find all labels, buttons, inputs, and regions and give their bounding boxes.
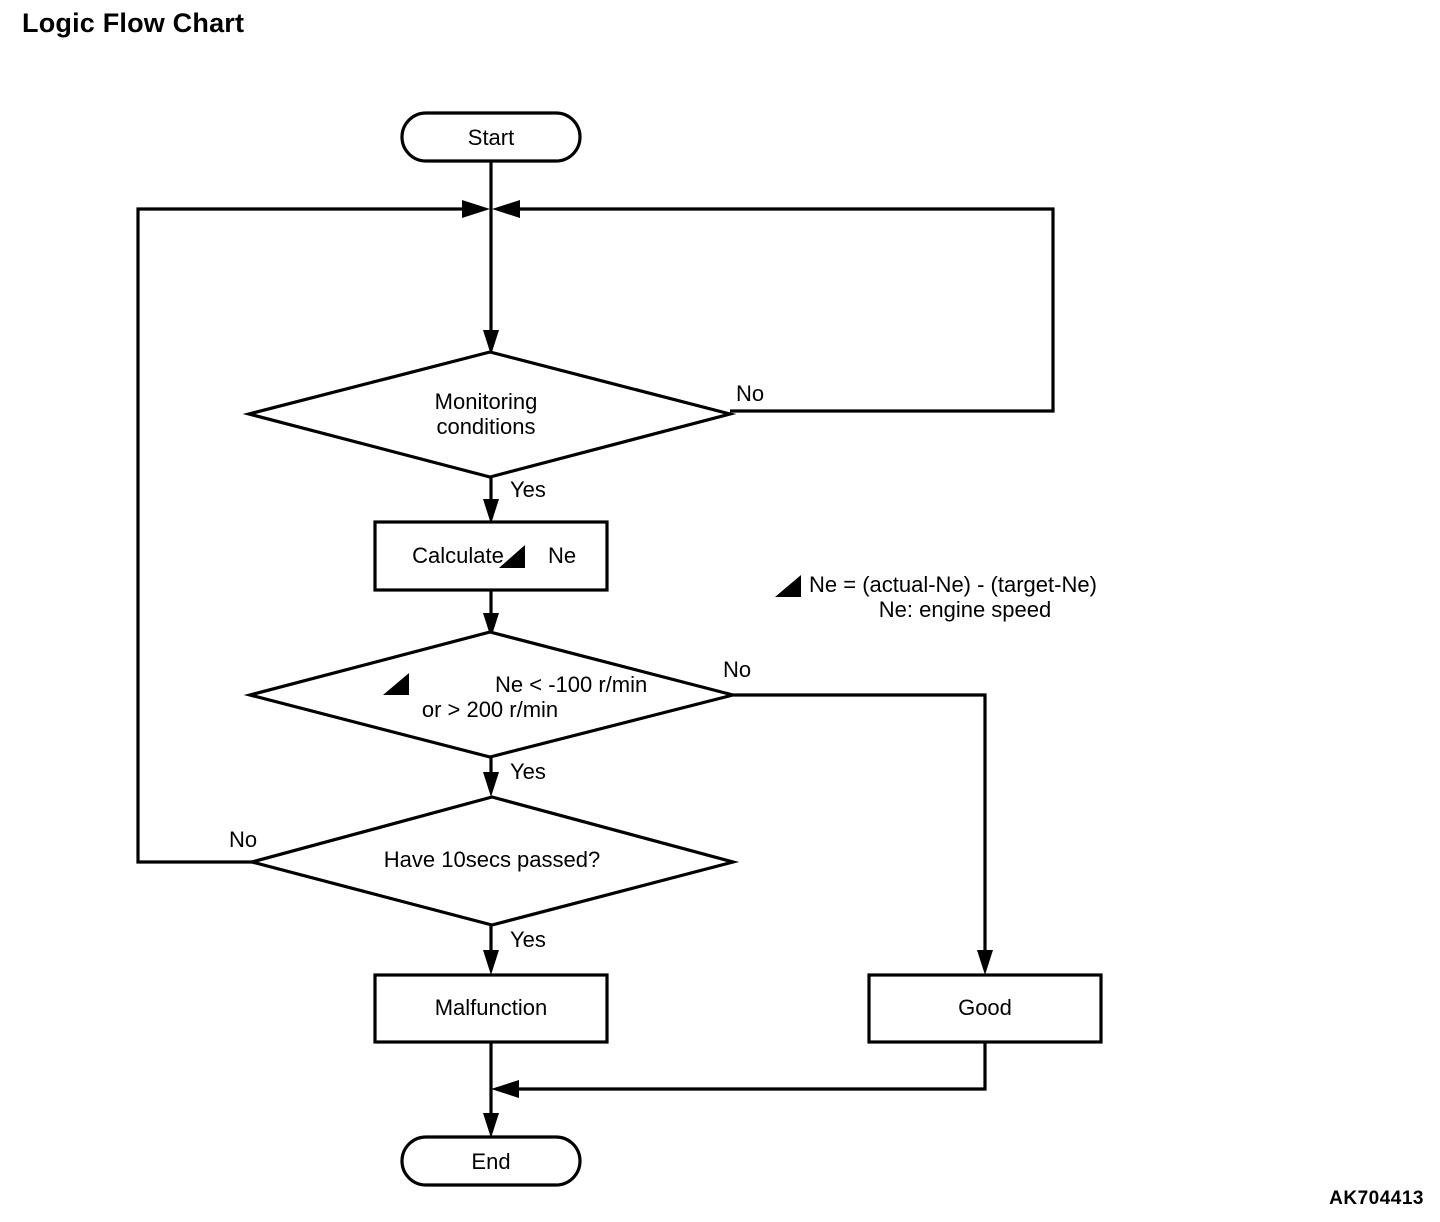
start-shape bbox=[400, 111, 582, 163]
monitoring-conditions-shape bbox=[242, 350, 737, 479]
arrowhead-good-merge bbox=[491, 1080, 519, 1098]
calculate-shape bbox=[373, 520, 609, 592]
delta-triangle-icon-threshold bbox=[383, 673, 409, 695]
start-label: Start bbox=[468, 125, 514, 150]
edge-label-threshold-yes: Yes bbox=[510, 759, 546, 784]
delta-triangle-icon bbox=[499, 545, 525, 568]
legend-line-2: Ne: engine speed bbox=[879, 597, 1051, 622]
connector-threshold-no-to-good bbox=[733, 693, 987, 965]
node-calculate-delta-ne[interactable]: Calculate Ne bbox=[373, 520, 609, 592]
end-shape bbox=[400, 1135, 582, 1187]
timer-check-shape bbox=[245, 795, 740, 927]
legend-annotation: Ne = (actual-Ne) - (target-Ne) Ne: engin… bbox=[775, 572, 1097, 622]
threshold-label-line1: Ne < -100 r/min bbox=[495, 672, 647, 697]
arrowhead-feedback-right-into-junction bbox=[492, 200, 520, 218]
node-threshold-check[interactable]: Ne < -100 r/min or > 200 r/min bbox=[243, 630, 734, 759]
calculate-label-prefix: Calculate bbox=[412, 543, 504, 568]
edge-label-timer-yes: Yes bbox=[510, 927, 546, 952]
node-timer-check[interactable]: Have 10secs passed? bbox=[245, 795, 740, 927]
node-malfunction[interactable]: Malfunction bbox=[373, 973, 609, 1044]
end-label: End bbox=[471, 1149, 510, 1174]
arrowhead-feedback-left-into-junction bbox=[462, 200, 490, 218]
threshold-label-line2: or > 200 r/min bbox=[422, 697, 558, 722]
monitoring-conditions-label-line2: conditions bbox=[436, 414, 535, 439]
legend-line-1: Ne = (actual-Ne) - (target-Ne) bbox=[809, 572, 1097, 597]
node-monitoring-conditions[interactable]: Monitoring conditions bbox=[242, 350, 737, 479]
reference-code: AK704413 bbox=[1329, 1188, 1424, 1209]
arrowhead-into-end bbox=[483, 1113, 499, 1138]
arrowhead-into-calculate bbox=[483, 499, 499, 524]
malfunction-shape bbox=[373, 973, 609, 1044]
good-shape bbox=[867, 973, 1103, 1044]
monitoring-conditions-label-line1: Monitoring bbox=[435, 389, 538, 414]
arrowhead-into-good bbox=[977, 950, 993, 975]
malfunction-label: Malfunction bbox=[435, 995, 548, 1020]
calculate-label-suffix: Ne bbox=[548, 543, 576, 568]
delta-triangle-icon-legend bbox=[775, 575, 801, 597]
page-title: Logic Flow Chart bbox=[22, 8, 245, 38]
good-label: Good bbox=[958, 995, 1012, 1020]
edge-label-timer-no: No bbox=[229, 827, 257, 852]
node-end[interactable]: End bbox=[400, 1135, 582, 1187]
threshold-check-shape bbox=[243, 630, 734, 759]
edge-label-threshold-no: No bbox=[723, 657, 751, 682]
edge-label-monitoring-yes: Yes bbox=[510, 477, 546, 502]
connector-good-to-end-merge bbox=[503, 1042, 987, 1091]
arrowhead-into-monitoring bbox=[483, 330, 499, 355]
arrowhead-into-timer bbox=[483, 772, 499, 797]
node-good[interactable]: Good bbox=[867, 973, 1103, 1044]
connector-monitoring-no-feedback bbox=[504, 207, 1055, 413]
arrowhead-into-malfunction bbox=[483, 950, 499, 975]
timer-check-label: Have 10secs passed? bbox=[384, 847, 600, 872]
connector-timer-no-feedback bbox=[136, 207, 478, 864]
arrowhead-into-threshold bbox=[483, 613, 499, 638]
edge-label-monitoring-no: No bbox=[736, 381, 764, 406]
node-start[interactable]: Start bbox=[400, 111, 582, 163]
